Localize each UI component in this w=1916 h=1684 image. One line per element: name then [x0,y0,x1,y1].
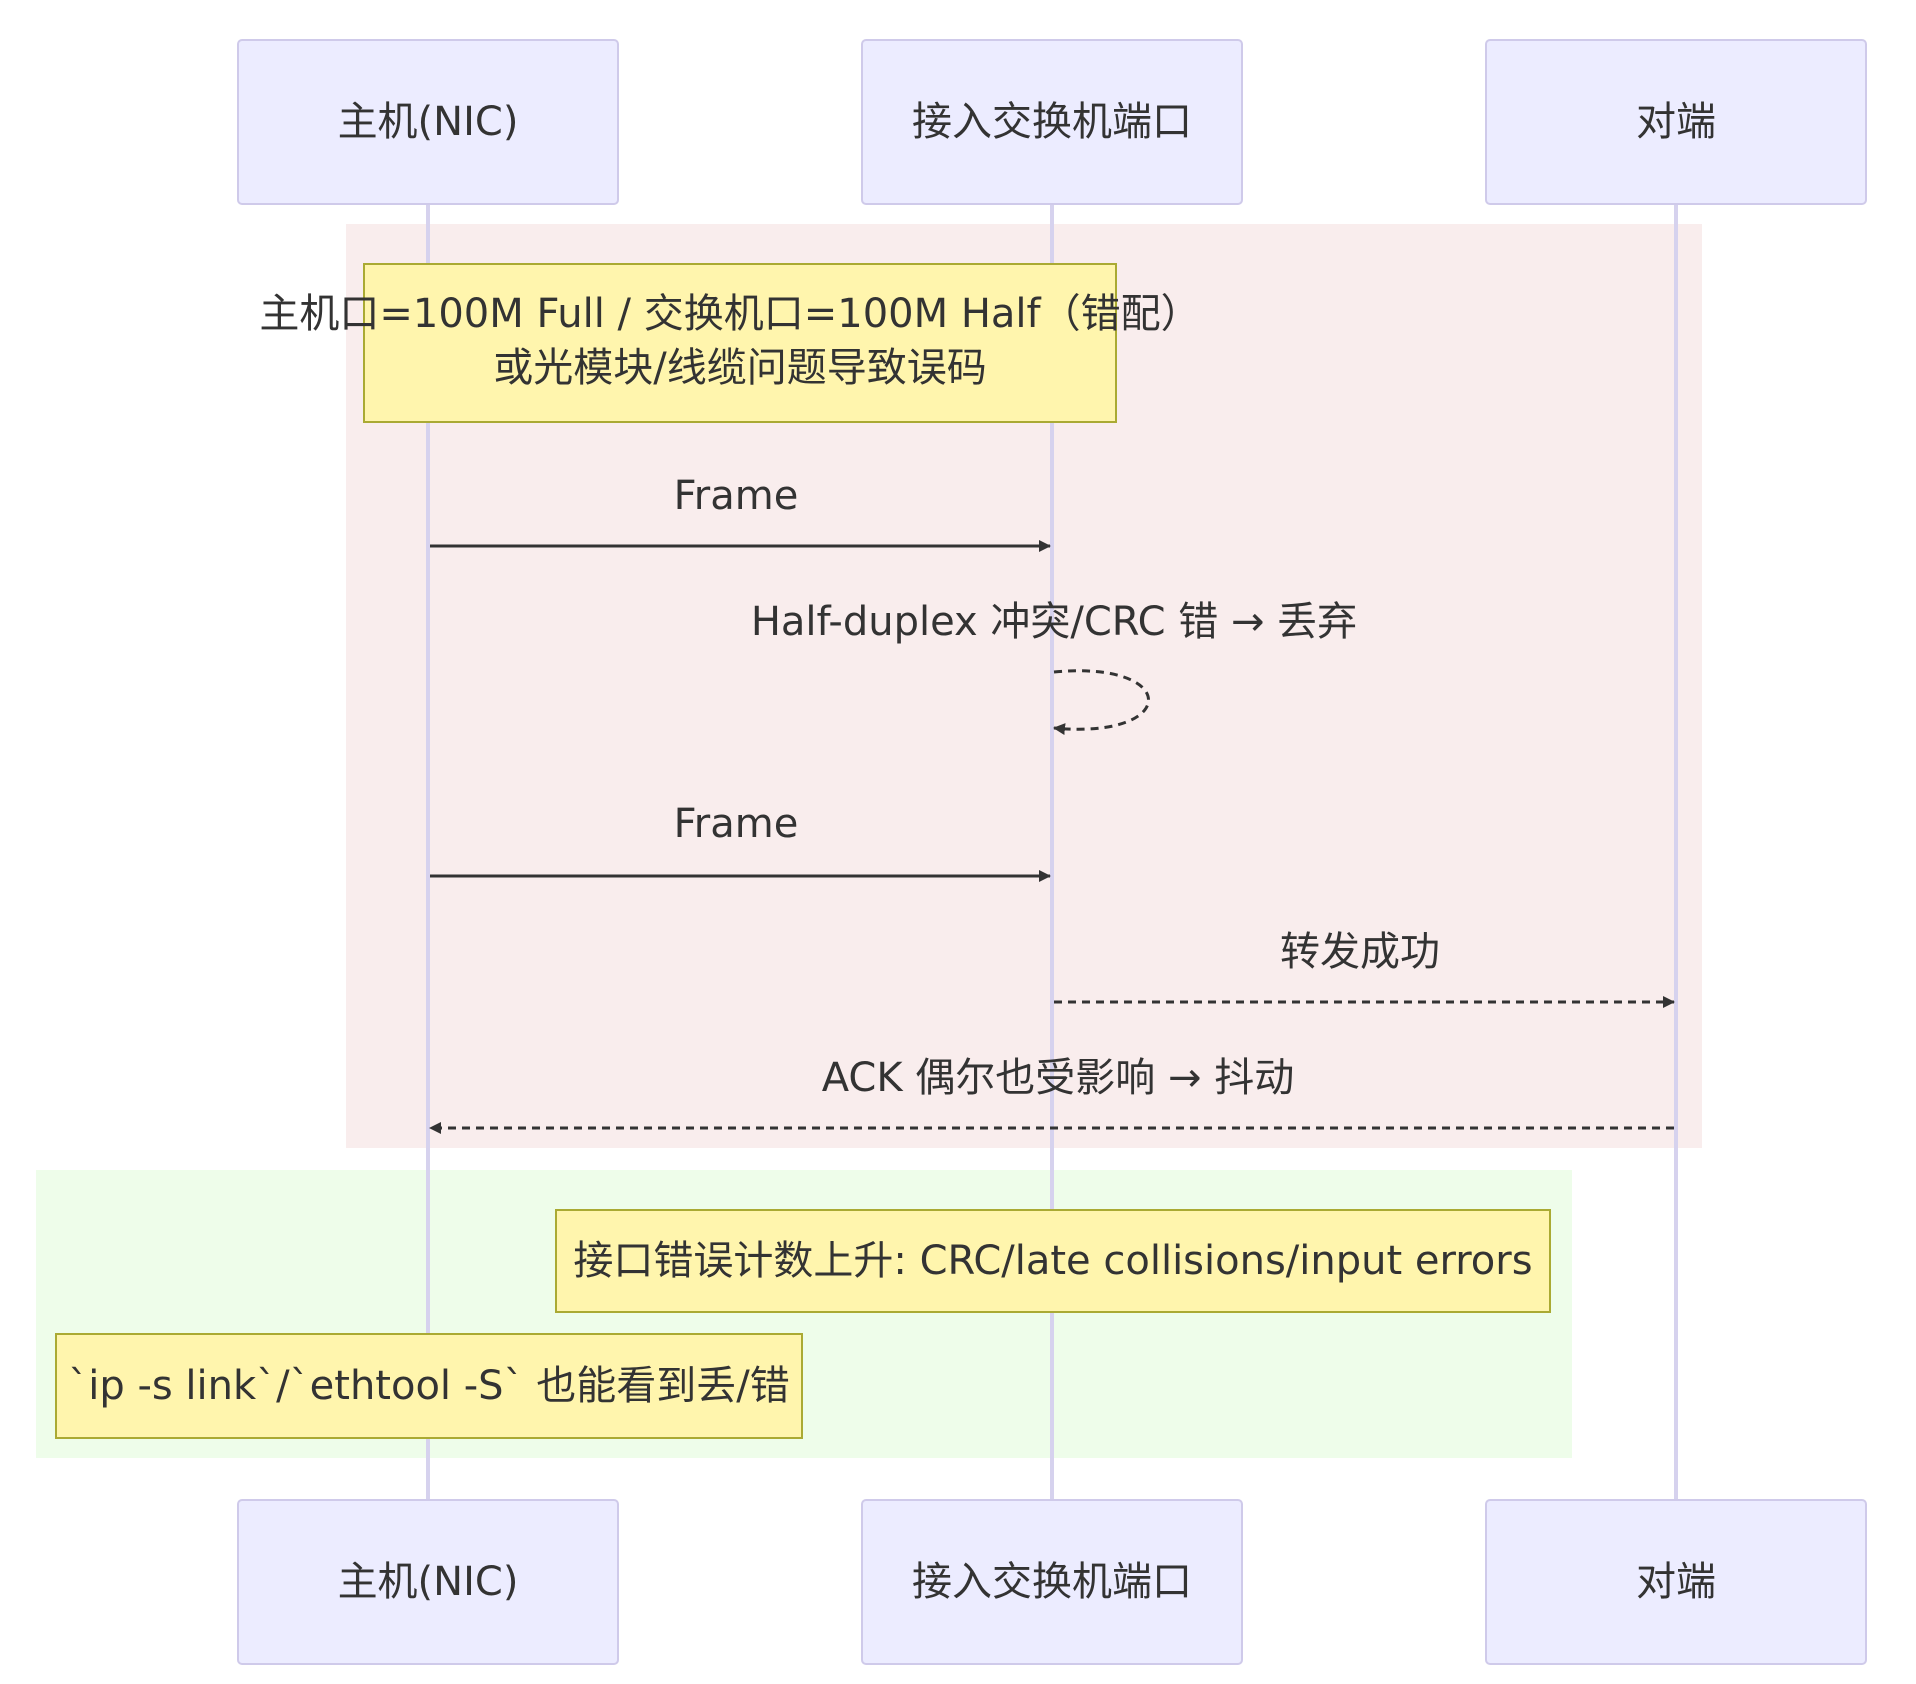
actor-switch-label: 接入交换机端口 [912,1559,1192,1605]
message-label-ack: ACK 偶尔也受影响 → 抖动 [822,1055,1294,1101]
actor-switch-bottom: 接入交换机端口 [861,1499,1243,1665]
actor-host-label: 主机(NIC) [338,99,519,145]
actor-peer-bottom: 对端 [1485,1499,1867,1665]
note-error-counters-text: 接口错误计数上升: CRC/late collisions/input erro… [573,1238,1532,1284]
actor-switch-label: 接入交换机端口 [912,99,1192,145]
note-mismatch: 主机口=100M Full / 交换机口=100M Half（错配） 或光模块/… [259,263,1201,423]
actor-switch-top: 接入交换机端口 [861,39,1243,205]
actor-peer-top: 对端 [1485,39,1867,205]
note-mismatch-line2: 或光模块/线缆问题导致误码 [493,345,986,391]
message-label-frame-2: Frame [674,801,799,847]
note-error-counters: 接口错误计数上升: CRC/late collisions/input erro… [555,1209,1551,1313]
actor-peer-label: 对端 [1636,99,1716,145]
actor-host-label: 主机(NIC) [338,1559,519,1605]
message-label-self-drop: Half-duplex 冲突/CRC 错 → 丢弃 [751,599,1357,645]
actor-host-bottom: 主机(NIC) [237,1499,619,1665]
message-label-frame-1: Frame [674,473,799,519]
actor-peer-label: 对端 [1636,1559,1716,1605]
message-label-forward: 转发成功 [1280,929,1440,975]
message-arrow-self-drop [1053,669,1150,736]
note-host-tools: `ip -s link`/`ethtool -S` 也能看到丢/错 [55,1333,803,1439]
note-host-tools-text: `ip -s link`/`ethtool -S` 也能看到丢/错 [68,1363,790,1409]
note-mismatch-line1: 主机口=100M Full / 交换机口=100M Half（错配） [259,291,1200,337]
actor-host-top: 主机(NIC) [237,39,619,205]
